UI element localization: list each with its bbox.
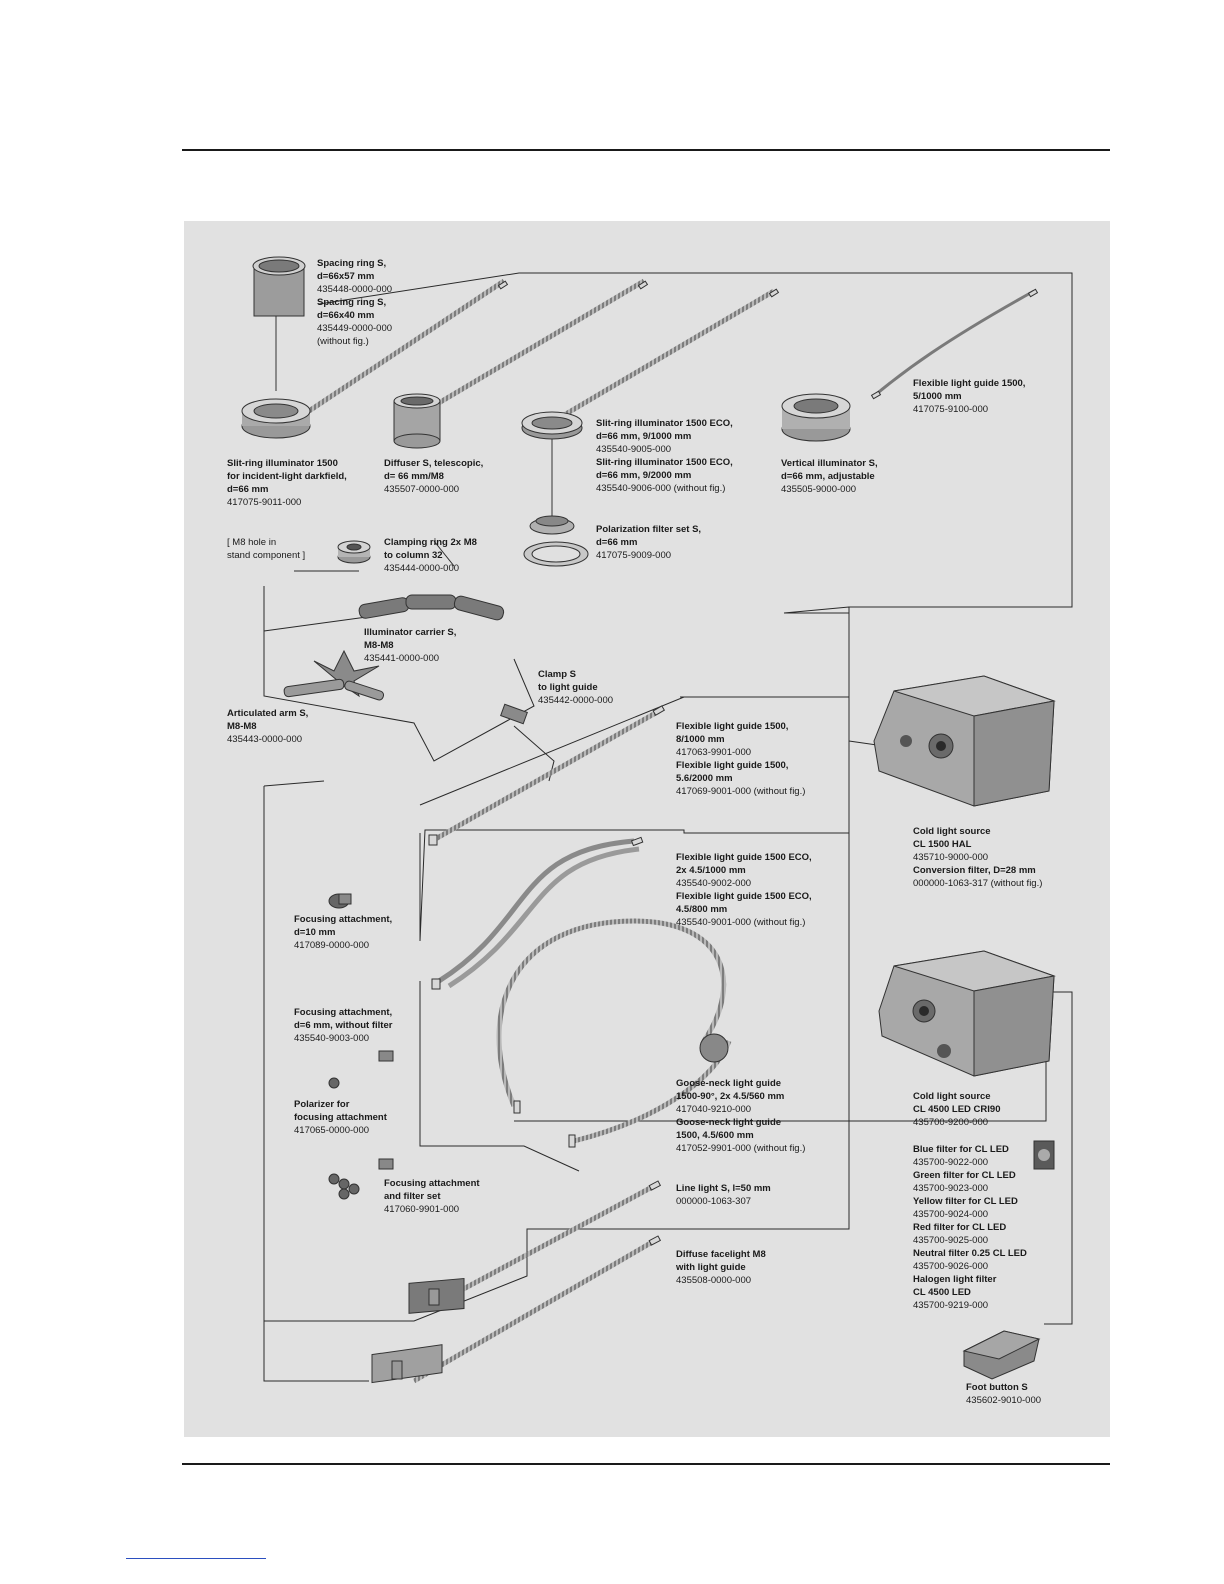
focusing-attachment-6-drawing	[328, 1050, 394, 1089]
focusing-filter-set-drawing	[328, 1158, 394, 1200]
label-diffuse-facelight: Diffuse facelight M8 with light guide 43…	[676, 1249, 766, 1286]
label-polarizer: Polarizer for focusing attachment 417065…	[294, 1099, 387, 1136]
filter-number: 435700-9023-000	[913, 1183, 989, 1194]
footer-link-underline	[126, 1558, 266, 1559]
label-vertical-illuminator: Vertical illuminator S, d=66 mm, adjusta…	[781, 458, 878, 495]
header-rule	[182, 149, 1110, 151]
label-focusing-10: Focusing attachment, d=10 mm 417089-0000…	[294, 914, 393, 951]
label-flexible-guide-8: Flexible light guide 1500, 8/1000 mm 417…	[676, 721, 806, 797]
label-focusing-6: Focusing attachment, d=6 mm, without fil…	[294, 1007, 393, 1044]
guide-connectors	[428, 280, 1039, 1246]
focusing-attachment-10-drawing	[328, 893, 352, 909]
label-diffuser: Diffuser S, telescopic, d= 66 mm/M8 4355…	[384, 458, 484, 495]
connection-lines	[263, 272, 1073, 1382]
foot-button-drawing	[962, 1330, 1041, 1380]
filter-number: 435700-9022-000	[913, 1157, 989, 1168]
filter-number: 435700-9024-000	[913, 1209, 989, 1220]
filter-name: Yellow filter for CL LED	[913, 1196, 1018, 1207]
footer-rule	[182, 1463, 1110, 1465]
label-slit-ring-illuminator: Slit-ring illuminator 1500 for incident-…	[227, 458, 347, 508]
diffuser-drawing	[393, 393, 441, 449]
filter-name: Blue filter for CL LED	[913, 1144, 1009, 1155]
label-clamping-ring: Clamping ring 2x M8 to column 32 435444-…	[384, 537, 477, 574]
accessory-diagram: Spacing ring S, d=66x57 mm 435448-0000-0…	[184, 221, 1110, 1437]
filter-number: 435700-9025-000	[913, 1235, 989, 1246]
label-gooseneck: Goose-neck light guide 1500-90°, 2x 4.5/…	[676, 1078, 806, 1154]
slit-ring-illuminator-drawing	[241, 316, 311, 439]
label-focusing-set: Focusing attachment and filter set 41706…	[384, 1178, 480, 1215]
diagram-drawing	[241, 256, 1073, 1384]
label-m8-hole: [ M8 hole in stand component ]	[227, 537, 306, 561]
label-flexible-guide-eco: Flexible light guide 1500 ECO, 2x 4.5/10…	[676, 852, 812, 928]
label-illuminator-carrier: Illuminator carrier S, M8-M8 435441-0000…	[364, 627, 457, 664]
clamp-drawing	[500, 703, 528, 725]
slit-ring-eco-drawing	[521, 411, 583, 516]
label-clamp: Clamp S to light guide 435442-0000-000	[538, 669, 614, 706]
gooseneck-head-drawing	[699, 1033, 729, 1063]
label-filter-list: Blue filter for CL LED 435700-9022-000 G…	[913, 1144, 1027, 1311]
label-cold-light-1500: Cold light source CL 1500 HAL 435710-900…	[913, 826, 1043, 889]
filter-name: Neutral filter 0.25 CL LED	[913, 1248, 1027, 1259]
label-slit-ring-eco: Slit-ring illuminator 1500 ECO, d=66 mm,…	[596, 418, 733, 494]
label-spacing-ring: Spacing ring S, d=66x57 mm 435448-0000-0…	[317, 258, 393, 347]
cold-light-source-1500-drawing	[873, 675, 1056, 807]
diffuse-facelight-drawing	[371, 1344, 443, 1384]
label-cold-light-4500: Cold light source CL 4500 LED CRI90 4357…	[913, 1091, 1001, 1128]
vertical-illuminator-drawing	[781, 393, 851, 442]
line-light-drawing	[408, 1277, 465, 1314]
label-line-light: Line light S, l=50 mm 000000-1063-307	[676, 1183, 771, 1207]
filter-name: Green filter for CL LED	[913, 1170, 1016, 1181]
articulated-arm-drawing	[283, 649, 385, 701]
label-foot-button: Foot button S 435602-9010-000	[966, 1382, 1042, 1406]
filter-icon-drawing	[1033, 1140, 1055, 1170]
illuminator-carrier-drawing	[358, 594, 505, 621]
spacing-ring-drawing	[252, 256, 306, 317]
label-flexible-guide-5: Flexible light guide 1500, 5/1000 mm 417…	[913, 378, 1026, 415]
label-polarization-filter: Polarization filter set S, d=66 mm 41707…	[596, 524, 702, 561]
light-guide-cables	[307, 278, 1035, 1384]
clamping-ring-drawing	[337, 540, 371, 564]
polarization-filter-drawing	[523, 515, 589, 567]
label-articulated-arm: Articulated arm S, M8-M8 435443-0000-000	[227, 708, 309, 745]
filter-name: Red filter for CL LED	[913, 1222, 1007, 1233]
cold-light-source-4500-drawing	[878, 950, 1056, 1077]
filter-number: 435700-9026-000	[913, 1261, 989, 1272]
